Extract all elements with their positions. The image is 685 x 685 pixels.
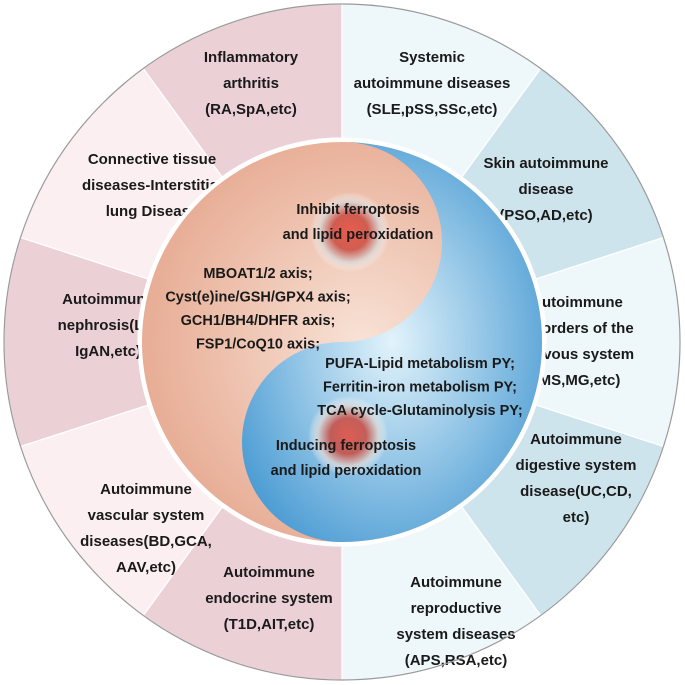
label-line: diseases-Interstitial xyxy=(82,177,222,194)
label-nervous-system: Autoimmune disorders of the nervous system… xyxy=(520,294,634,389)
induce-title: Inducing ferroptosis and lipid peroxidati… xyxy=(271,438,422,479)
label-line: lung Disease xyxy=(106,203,199,220)
inhibit-title-line: and lipid peroxidation xyxy=(283,227,434,243)
label-nephrosis: Autoimmune nephrosis(LN, IgAN,etc) xyxy=(58,291,159,360)
label-line: Autoimmune xyxy=(410,574,502,591)
label-digestive-system: Autoimmune digestive system disease(UC,CD,… xyxy=(516,431,637,526)
label-line: Systemic xyxy=(399,49,465,66)
induce-title-line: Inducing ferroptosis xyxy=(276,438,416,454)
label-line: disease(UC,CD, xyxy=(520,483,632,500)
label-line: Autoimmune xyxy=(530,431,622,448)
inhibit-axes-line: Cyst(e)ine/GSH/GPX4 axis; xyxy=(165,290,350,306)
label-endocrine-system: Autoimmune endocrine system (T1D,AIT,etc) xyxy=(205,564,333,633)
label-line: disease xyxy=(518,181,573,198)
inner-labels: Inhibit ferroptosis and lipid peroxidatio… xyxy=(165,202,522,479)
label-line: diseases(BD,GCA, xyxy=(80,533,212,550)
label-line: (PSO,AD,etc) xyxy=(499,207,592,224)
inhibit-title-line: Inhibit ferroptosis xyxy=(296,202,419,218)
ferroptotic-cell-image-top xyxy=(310,192,390,272)
inhibit-title: Inhibit ferroptosis and lipid peroxidatio… xyxy=(283,202,434,243)
yin-yang xyxy=(138,138,546,546)
inhibit-axes-line: GCH1/BH4/DHFR axis; xyxy=(181,313,336,329)
label-line: Inflammatory xyxy=(204,49,299,66)
label-connective-tissue-ild: Connective tissue diseases-Interstitial lu… xyxy=(82,151,222,220)
outer-border xyxy=(3,3,681,681)
inhibit-axes: MBOAT1/2 axis; Cyst(e)ine/GSH/GPX4 axis; G… xyxy=(165,266,350,353)
label-line: Connective tissue xyxy=(88,151,216,168)
label-line: endocrine system xyxy=(205,590,333,607)
label-line: (RA,SpA,etc) xyxy=(205,101,297,118)
label-vascular-system: Autoimmune vascular system diseases(BD,GCA… xyxy=(80,481,212,576)
induce-pathways-line: TCA cycle-Glutaminolysis PY; xyxy=(317,403,522,419)
label-line: reproductive xyxy=(411,600,502,617)
label-line: system diseases xyxy=(396,626,515,643)
label-line: Autoimmune xyxy=(223,564,315,581)
label-line: (SLE,pSS,SSc,etc) xyxy=(367,101,498,118)
label-line: Autoimmune xyxy=(531,294,623,311)
induce-pathways: PUFA-Lipid metabolism PY; Ferritin-iron m… xyxy=(317,356,522,419)
label-line: etc) xyxy=(563,509,590,526)
label-line: (T1D,AIT,etc) xyxy=(224,616,315,633)
label-line: Autoimmune xyxy=(100,481,192,498)
label-line: Skin autoimmune xyxy=(483,155,608,172)
label-line: vascular system xyxy=(88,507,205,524)
induce-title-line: and lipid peroxidation xyxy=(271,463,422,479)
label-line: nephrosis(LN, xyxy=(58,317,159,334)
ferroptotic-cell-image-bottom xyxy=(308,396,388,476)
label-line: disorders of the xyxy=(520,320,633,337)
label-inflammatory-arthritis: Inflammatory arthritis (RA,SpA,etc) xyxy=(204,49,299,118)
label-line: nervous system xyxy=(520,346,634,363)
label-line: IgAN,etc) xyxy=(75,343,141,360)
label-line: digestive system xyxy=(516,457,637,474)
inhibit-axes-line: FSP1/CoQ10 axis; xyxy=(196,337,320,353)
label-systemic-autoimmune: Systemic autoimmune diseases (SLE,pSS,SSc,… xyxy=(354,49,511,118)
label-line: (MS,MG,etc) xyxy=(534,372,621,389)
label-line: AAV,etc) xyxy=(116,559,176,576)
inhibit-axes-line: MBOAT1/2 axis; xyxy=(203,266,312,282)
label-skin-autoimmune: Skin autoimmune disease (PSO,AD,etc) xyxy=(483,155,608,224)
label-line: arthritis xyxy=(223,75,279,92)
induce-pathways-line: PUFA-Lipid metabolism PY; xyxy=(325,356,515,372)
label-line: autoimmune diseases xyxy=(354,75,511,92)
induce-pathways-line: Ferritin-iron metabolism PY; xyxy=(323,380,517,396)
label-line: Autoimmune xyxy=(62,291,154,308)
